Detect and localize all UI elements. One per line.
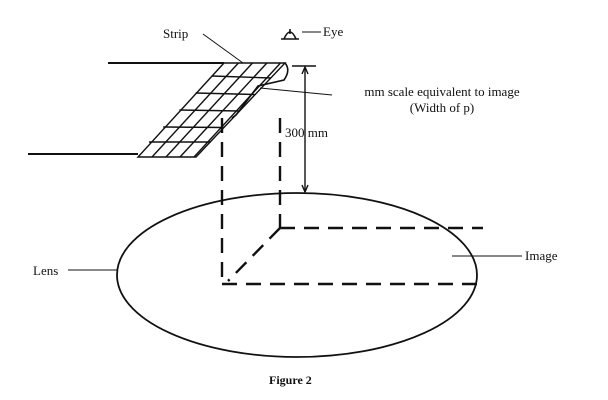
image-label: Image	[525, 248, 558, 263]
figure-caption: Figure 2	[269, 373, 312, 387]
strip-leader	[202, 33, 244, 64]
strip-label: Strip	[163, 26, 189, 41]
eye-label: Eye	[323, 24, 344, 39]
scale-label-line1: mm scale equivalent to image	[364, 84, 520, 99]
lens-ellipse	[116, 192, 478, 358]
lens-label: Lens	[33, 263, 59, 278]
strip-fold	[231, 62, 289, 119]
scale-label: mm scale equivalent to image (Width of p…	[336, 84, 548, 117]
distance-arrow	[292, 65, 316, 194]
distance-label: 300 mm	[285, 125, 328, 140]
scale-label-line2: (Width of p)	[409, 100, 475, 116]
eye-icon	[281, 29, 299, 40]
dashed-projection	[220, 118, 483, 286]
scale-leader	[259, 87, 333, 96]
strip-grid	[136, 62, 287, 158]
